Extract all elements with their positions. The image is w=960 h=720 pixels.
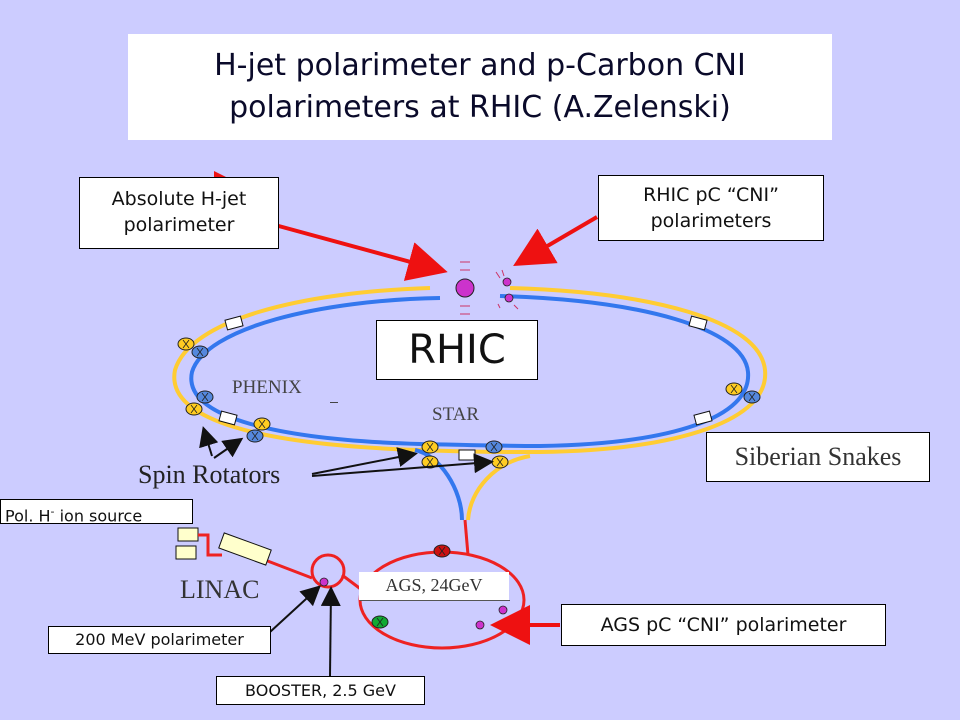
star-label: STAR bbox=[432, 404, 480, 425]
ion-source-label-post: ion source bbox=[54, 506, 143, 526]
ion-source-box-2 bbox=[175, 545, 197, 560]
ring-element-5 bbox=[458, 449, 476, 461]
ring-element-2 bbox=[688, 315, 708, 331]
title-box: H-jet polarimeter and p-Carbon CNI polar… bbox=[128, 34, 832, 140]
linac-label: LINAC bbox=[180, 575, 260, 604]
rotator-yellow-star-3 bbox=[491, 455, 509, 469]
title-line-2: polarimeters at RHIC (A.Zelenski) bbox=[229, 90, 731, 125]
injection-blue-line bbox=[414, 448, 464, 521]
snake-blue-left-1 bbox=[191, 345, 209, 359]
rhic-pc-polarimeter-dot-2 bbox=[504, 293, 514, 303]
snake-yellow-left-1 bbox=[177, 337, 195, 351]
booster-box: BOOSTER, 2.5 GeV bbox=[216, 676, 425, 705]
ion-source-box: Pol. H- ion source bbox=[0, 499, 193, 526]
rhic-label: RHIC bbox=[408, 327, 506, 373]
transfer-line bbox=[463, 519, 470, 556]
rhic-pc-label-line-1: RHIC pC “CNI” bbox=[643, 184, 779, 206]
snake-yellow-left-2 bbox=[185, 402, 203, 416]
ags-pc-label: AGS pC “CNI” polarimeter bbox=[600, 614, 847, 636]
hjet-dashes bbox=[460, 261, 470, 315]
ags-label: AGS, 24GeV bbox=[385, 575, 483, 595]
hjet-arrow bbox=[274, 223, 448, 281]
rotator-yellow-phenix bbox=[253, 417, 271, 431]
rhic-pc-rays bbox=[495, 269, 519, 310]
ring-element-1 bbox=[224, 315, 244, 331]
ags-underline bbox=[360, 600, 510, 601]
title-line-1: H-jet polarimeter and p-Carbon CNI bbox=[214, 48, 746, 83]
mev200-box: 200 MeV polarimeter bbox=[48, 626, 271, 654]
linac-line bbox=[264, 558, 313, 580]
rhic-yellow-ring bbox=[172, 286, 768, 455]
mev200-polarimeter-dot bbox=[319, 577, 329, 587]
snake-yellow-right-1 bbox=[725, 382, 743, 396]
ion-source-box-1 bbox=[177, 527, 199, 542]
hjet-label-box: Absolute H-jet polarimeter bbox=[79, 177, 279, 249]
spin-rotator-arrow-2 bbox=[213, 437, 244, 459]
booster-label: BOOSTER, 2.5 GeV bbox=[245, 681, 396, 700]
hjet-target bbox=[455, 278, 475, 298]
spin-rotators-label: Spin Rotators bbox=[138, 460, 281, 489]
spin-rotator-arrow-3 bbox=[311, 447, 418, 475]
snake-blue-left-2 bbox=[196, 390, 214, 404]
mev200-arrow bbox=[269, 585, 321, 633]
injection-yellow-line bbox=[466, 454, 531, 521]
rotator-blue-phenix bbox=[246, 429, 264, 443]
ags-pc-polarimeter-dot bbox=[475, 620, 485, 630]
siberian-snakes-box: Siberian Snakes bbox=[706, 432, 930, 482]
rotator-yellow-star-1 bbox=[421, 440, 439, 454]
rhic-pc-label-line-2: polarimeters bbox=[650, 210, 772, 232]
ags-label-box: AGS, 24GeV bbox=[359, 572, 509, 600]
ags-snake-green bbox=[371, 615, 389, 629]
phenix-underline bbox=[330, 402, 338, 403]
snake-blue-right-1 bbox=[743, 390, 761, 404]
ags-pc-box: AGS pC “CNI” polarimeter bbox=[561, 604, 886, 646]
siberian-snakes-label: Siberian Snakes bbox=[734, 442, 902, 471]
mev200-label: 200 MeV polarimeter bbox=[75, 630, 244, 649]
hjet-label-line-1: Absolute H-jet bbox=[111, 188, 247, 210]
linac-tank bbox=[218, 532, 272, 566]
rotator-blue-star-1 bbox=[485, 440, 503, 454]
rhic-pc-label-box: RHIC pC “CNI” polarimeters bbox=[598, 175, 824, 241]
ags-snake-red bbox=[433, 544, 451, 558]
ring-element-4 bbox=[693, 410, 713, 426]
spin-rotator-arrow-4 bbox=[311, 453, 494, 477]
hjet-label-line-2: polarimeter bbox=[123, 214, 235, 236]
ags-pc-polarimeter-dot-2 bbox=[498, 605, 508, 615]
booster-arrow bbox=[320, 586, 341, 677]
rhic-pc-arrow bbox=[513, 215, 599, 267]
rhic-pc-polarimeter-dot-1 bbox=[502, 277, 512, 287]
ring-element-3 bbox=[218, 410, 238, 426]
booster-to-ags-line bbox=[341, 573, 363, 592]
ion-source-connector bbox=[198, 533, 222, 557]
ion-source-label-sup: - bbox=[50, 505, 55, 518]
phenix-label: PHENIX bbox=[232, 377, 302, 398]
ion-source-label-pre: Pol. H bbox=[5, 506, 51, 526]
spin-rotator-arrow-1 bbox=[199, 426, 219, 457]
rhic-label-box: RHIC bbox=[376, 320, 538, 380]
